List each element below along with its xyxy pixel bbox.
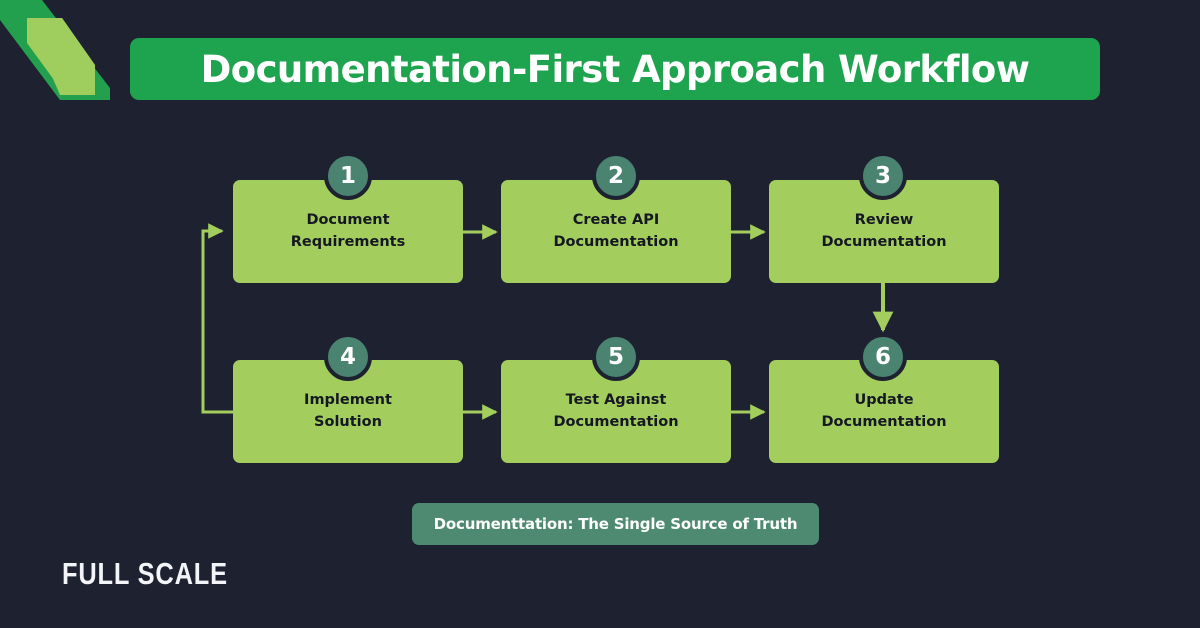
- step-label-1: Document Requirements: [290, 212, 406, 250]
- page-title: Documentation-First Approach Workflow: [200, 47, 1030, 91]
- step-box-5[interactable]: Test Against Documentation: [501, 360, 731, 463]
- step-label-3: Review Documentation: [821, 212, 947, 250]
- step-badge-2: 2: [592, 152, 640, 200]
- step-badge-4: 4: [324, 333, 372, 381]
- step-label-6: Update Documentation: [821, 392, 947, 430]
- page-title-banner: Documentation-First Approach Workflow: [130, 38, 1100, 100]
- step-badge-1: 1: [324, 152, 372, 200]
- step-badge-5: 5: [592, 333, 640, 381]
- step-label-5: Test Against Documentation: [553, 392, 679, 430]
- footer-caption-pill: Documenttation: The Single Source of Tru…: [412, 503, 819, 545]
- step-label-2: Create API Documentation: [553, 212, 679, 250]
- step-badge-6: 6: [859, 333, 907, 381]
- feedback-loop-step4-to-step1: [201, 223, 233, 414]
- corner-chevron-decoration: [0, 0, 110, 100]
- step-box-1[interactable]: Document Requirements: [233, 180, 463, 283]
- step-badge-3: 3: [859, 152, 907, 200]
- footer-caption: Documenttation: The Single Source of Tru…: [433, 515, 798, 533]
- brand-logo: FULL SCALE: [62, 556, 228, 591]
- step-label-4: Implement Solution: [304, 392, 392, 430]
